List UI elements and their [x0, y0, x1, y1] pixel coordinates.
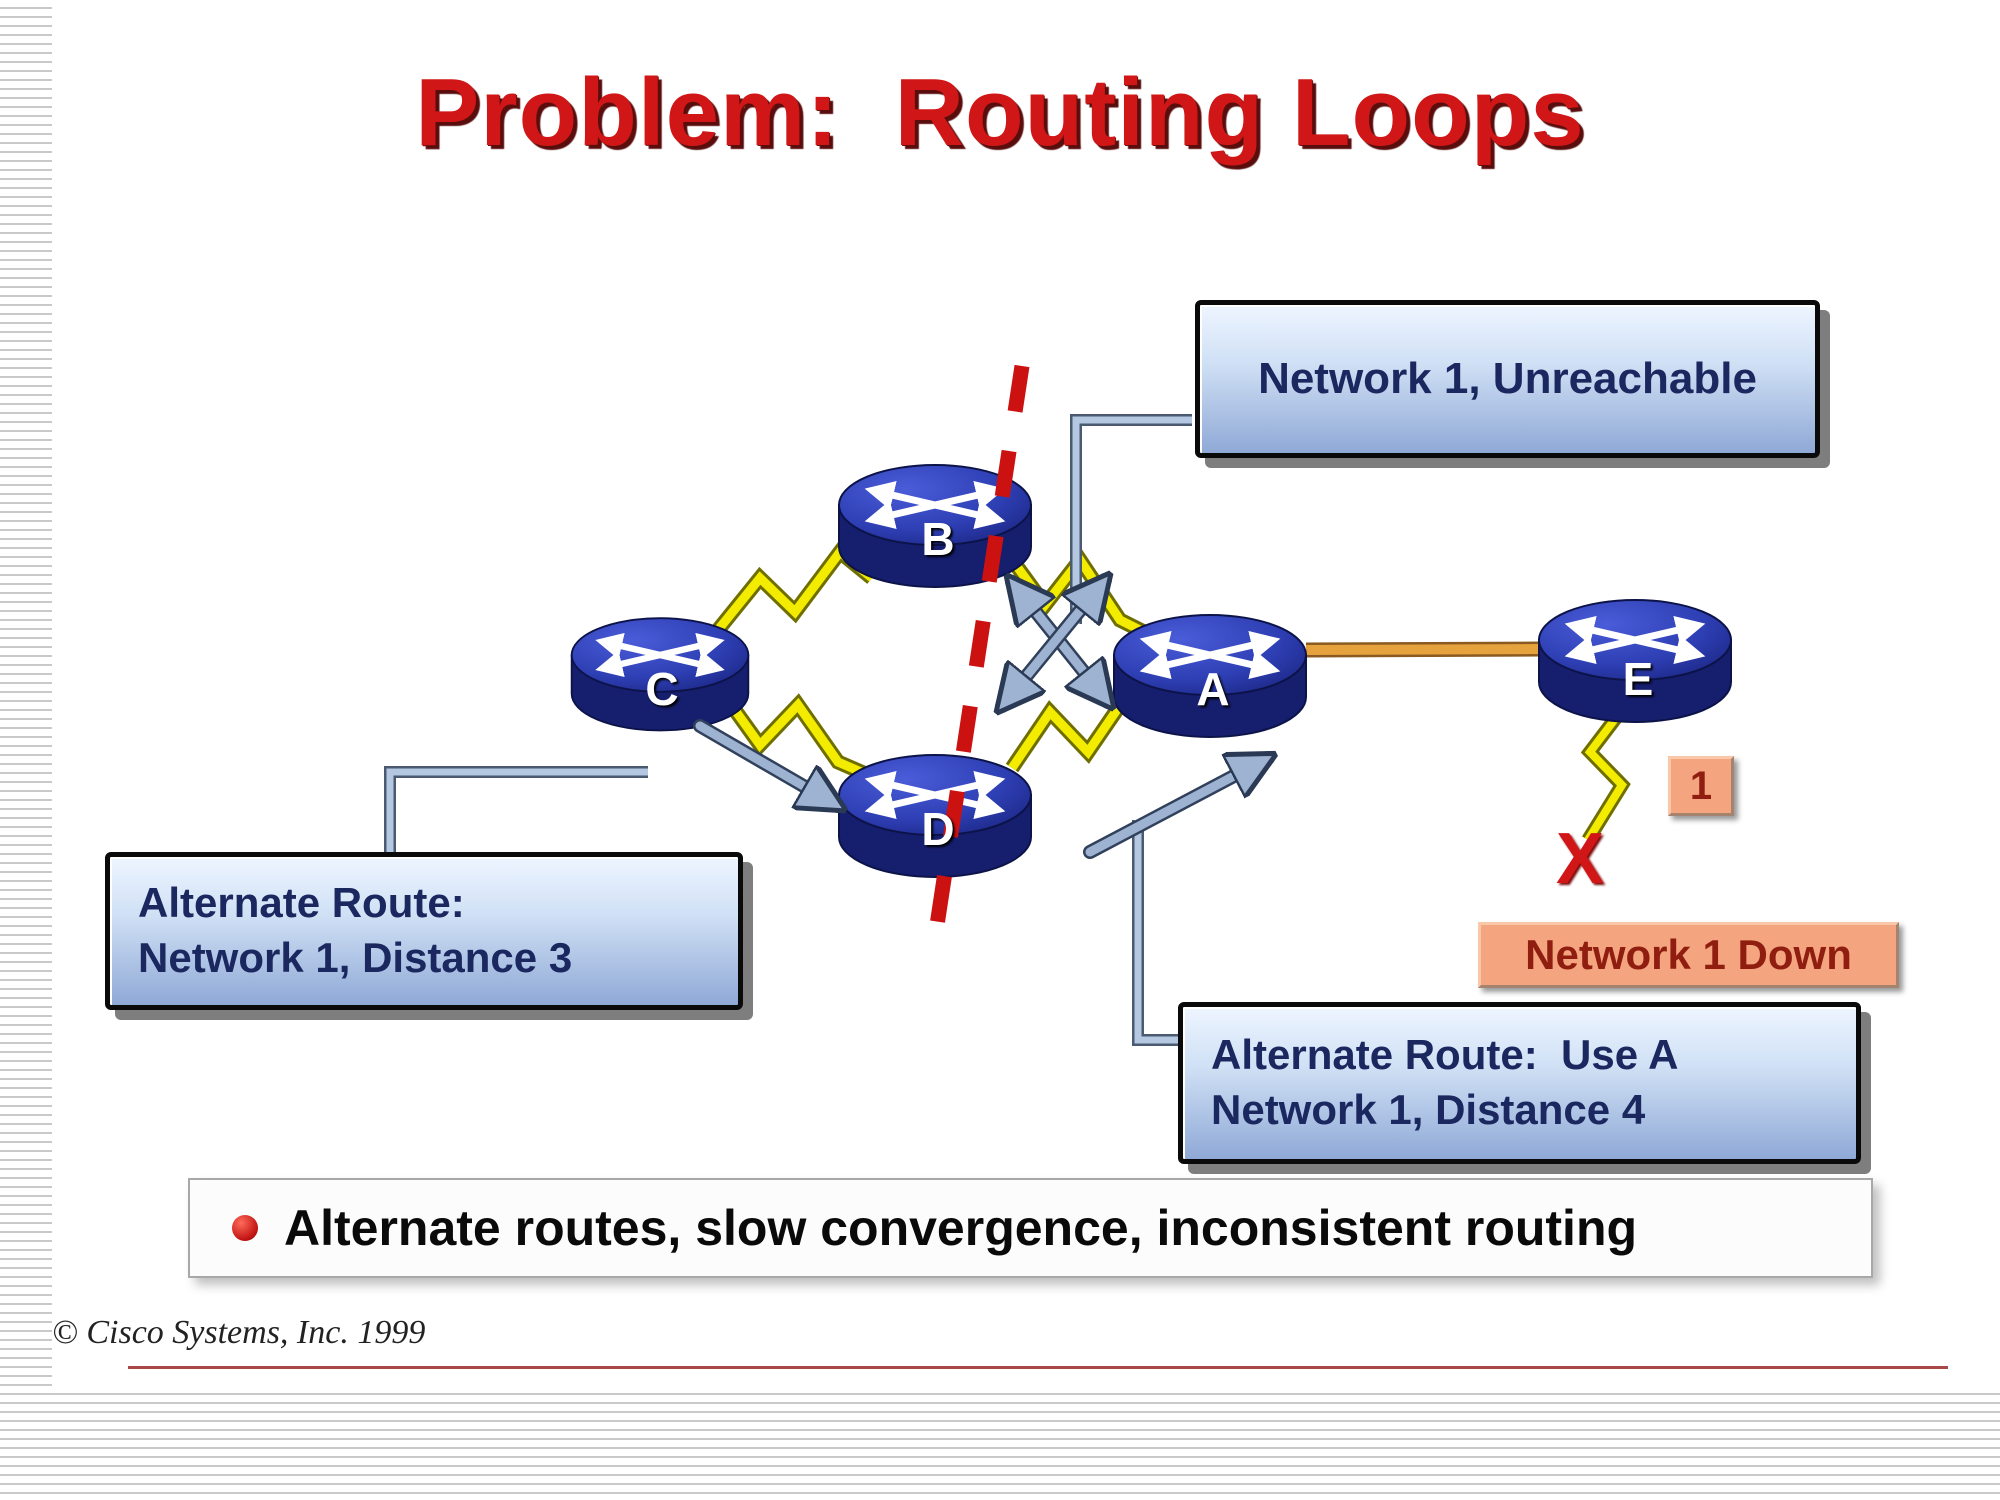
callout-alternate-route-d: Alternate Route: Use A Network 1, Distan…: [1178, 1002, 1861, 1164]
left-margin-stripes: [0, 0, 52, 1500]
link-e-network1: [1580, 697, 1634, 844]
link-a-e: [1305, 641, 1541, 658]
callout-network1-unreachable: Network 1, Unreachable: [1195, 300, 1820, 458]
callout-alternate-route-d-line1: Alternate Route: Use A: [1211, 1031, 1679, 1079]
callout-alternate-route-c-line1: Alternate Route:: [138, 879, 465, 927]
connector-alternate-c-to-c: [384, 766, 648, 856]
arrow-d-to-a-fill: [1085, 758, 1268, 857]
callout-network1-down: Network 1 Down: [1478, 922, 1899, 988]
network-failure-x-mark: X: [1556, 819, 1605, 899]
router-label-c: C: [645, 663, 679, 715]
bottom-margin-stripes: [0, 1386, 2000, 1500]
callout-alternate-route-c-line2: Network 1, Distance 3: [138, 934, 573, 981]
connector-unreachable-to-a-fill: [1072, 416, 1192, 624]
router-label-b: B: [921, 513, 955, 565]
bullet-icon: [232, 1215, 258, 1241]
copyright-text: © Cisco Systems, Inc. 1999: [52, 1314, 426, 1351]
dashed-failure-line: [924, 364, 1030, 960]
router-label-e: E: [1622, 653, 1654, 705]
arrow-c-to-d-fill: [695, 721, 838, 806]
connector-alternate-d-to-d-fill: [1134, 820, 1182, 1044]
callout-alternate-route-d-line2: Network 1, Distance 4: [1211, 1086, 1646, 1133]
page-title: Problem: Routing Loops: [415, 59, 1585, 166]
callout-alternate-route-c: Alternate Route: Network 1, Distance 3: [105, 852, 743, 1010]
callout-network1-unreachable-text: Network 1, Unreachable: [1258, 354, 1757, 404]
router-label-d: D: [921, 803, 955, 855]
summary-text: Alternate routes, slow convergence, inco…: [284, 1200, 1638, 1256]
summary-bar: Alternate routes, slow convergence, inco…: [188, 1178, 1873, 1278]
interface-number-badge: 1: [1668, 756, 1734, 816]
connector-alternate-c-to-c-fill: [386, 768, 648, 856]
footer-divider: [128, 1366, 1948, 1369]
arrow-b-a-exchange-2-fill: [1002, 580, 1105, 706]
connector-alternate-d-to-d: [1132, 820, 1182, 1046]
router-label-a: A: [1196, 663, 1230, 715]
